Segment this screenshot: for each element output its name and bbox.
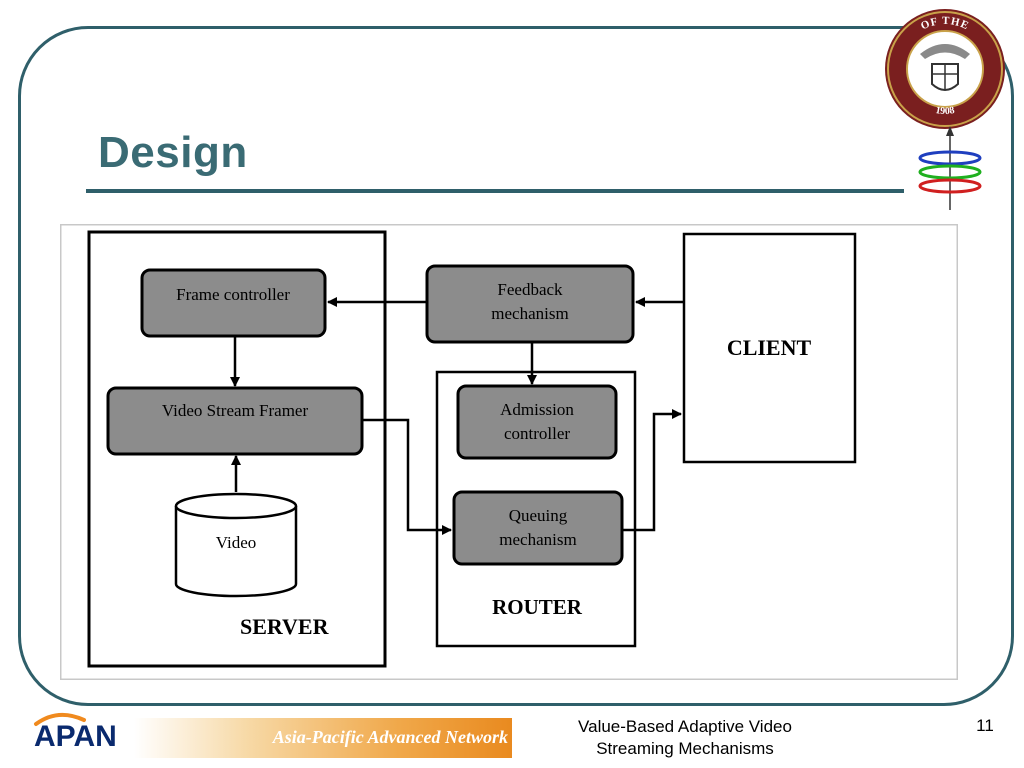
svg-text:OF THE: OF THE: [919, 15, 971, 33]
architecture-diagram: SERVER Frame controller Video Stream Fra…: [60, 224, 958, 680]
client-block: CLIENT: [682, 232, 857, 464]
client-label: CLIENT: [727, 335, 812, 360]
slide-title: Design: [98, 128, 248, 177]
apan-logo-text: APAN: [34, 720, 117, 753]
queuing-line2: mechanism: [499, 530, 576, 549]
video-database-icon: Video: [174, 492, 298, 598]
video-label: Video: [216, 533, 257, 552]
video-stream-framer-label: Video Stream Framer: [162, 401, 309, 420]
feedback-line1: Feedback: [497, 280, 563, 299]
title-underline: [86, 189, 904, 193]
admission-controller-box: Admission controller: [456, 384, 618, 460]
video-stream-framer-box: Video Stream Framer: [106, 386, 364, 456]
svg-text:1908: 1908: [935, 105, 956, 117]
queuing-mechanism-box: Queuing mechanism: [452, 490, 624, 566]
page-number: 11: [976, 716, 994, 735]
seal-text-bottom: 1908: [935, 105, 956, 117]
footer-caption: Value-Based Adaptive Video Streaming Mec…: [540, 716, 830, 760]
footer-caption-line1: Value-Based Adaptive Video: [578, 717, 792, 736]
footer-tagline: Asia-Pacific Advanced Network: [272, 727, 508, 747]
frame-controller-box: Frame controller: [140, 268, 327, 338]
footer-band: Asia-Pacific Advanced Network: [134, 718, 512, 758]
seal-text-top: OF THE: [919, 15, 970, 33]
arrow-queuing-to-client: [622, 409, 682, 532]
feedback-line2: mechanism: [491, 304, 568, 323]
admission-line2: controller: [504, 424, 570, 443]
server-label: SERVER: [240, 614, 330, 639]
admission-line1: Admission: [500, 400, 574, 419]
footer-caption-line2: Streaming Mechanisms: [596, 739, 774, 758]
apan-logo: APAN: [34, 712, 117, 753]
router-label: ROUTER: [492, 595, 583, 619]
orbit-axis-icon: [918, 126, 982, 210]
feedback-mechanism-box: Feedback mechanism: [425, 264, 635, 344]
arrow-framer-to-queuing: [362, 418, 452, 535]
queuing-line1: Queuing: [509, 506, 568, 525]
slide-frame: [18, 26, 1014, 706]
university-seal-icon: OF THE 1908: [885, 9, 1005, 129]
frame-controller-label: Frame controller: [176, 285, 290, 304]
